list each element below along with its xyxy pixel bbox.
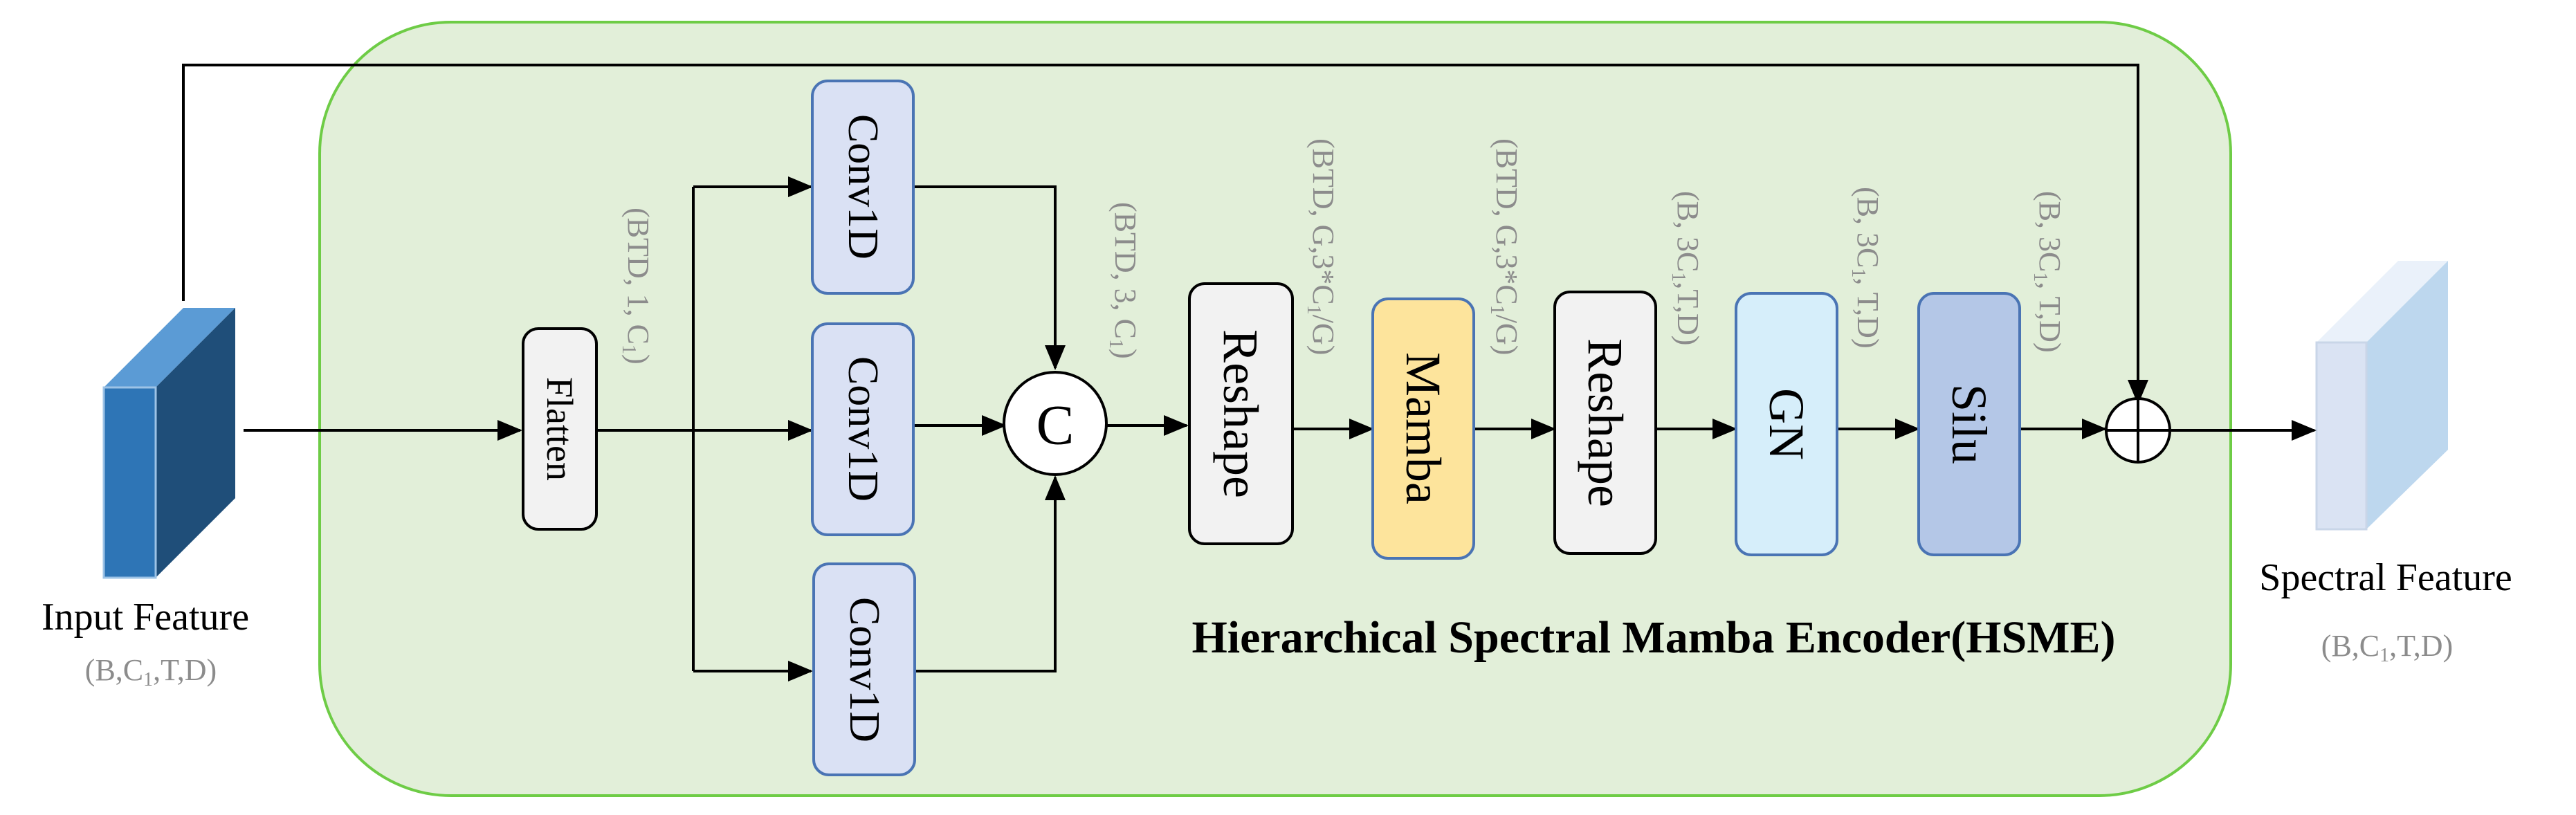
input-feature-label: Input Feature <box>42 596 249 639</box>
add-node <box>2105 397 2171 464</box>
input-shape-label: (B,C1,T,D) <box>85 653 217 690</box>
flatten-label: Flatten <box>539 377 581 481</box>
mamba-block: Mamba <box>1371 297 1475 560</box>
mamba-label: Mamba <box>1396 352 1451 504</box>
gn-label: GN <box>1759 388 1814 460</box>
silu-block: Silu <box>1917 292 2021 556</box>
encoder-title: Hierarchical Spectral Mamba Encoder(HSME… <box>1191 612 2115 663</box>
conv1d-top-label: Conv1D <box>839 114 886 259</box>
input-feature-cube <box>102 308 235 579</box>
output-shape-label: (B,C1,T,D) <box>2321 629 2453 666</box>
silu-label: Silu <box>1942 384 1997 464</box>
reshape1-label: Reshape <box>1213 329 1268 498</box>
shape-after-gn: (B, 3C1, T,D) <box>1847 187 1885 349</box>
shape-after-flatten: (BTD, 1, C1) <box>618 208 655 365</box>
edge-conv-top-concat <box>913 185 1066 370</box>
gn-block: GN <box>1735 292 1838 556</box>
concat-label: C <box>1036 394 1075 457</box>
conv1d-top-block: Conv1D <box>811 80 915 295</box>
conv1d-bot-block: Conv1D <box>812 562 916 776</box>
shape-after-reshape1: (BTD, G,3*C1/G) <box>1303 138 1340 355</box>
reshape1-block: Reshape <box>1188 282 1294 545</box>
shape-after-mamba: (BTD, G,3*C1/G) <box>1486 138 1524 355</box>
spectral-feature-label: Spectral Feature <box>2259 556 2512 599</box>
connectors <box>182 64 2317 681</box>
skip-connection <box>182 64 2148 405</box>
reshape2-block: Reshape <box>1553 291 1657 555</box>
shape-after-reshape2: (B, 3C1,T,D) <box>1668 191 1705 345</box>
reshape2-label: Reshape <box>1578 338 1633 507</box>
shape-after-silu: (B, 3C1, T,D) <box>2029 191 2067 353</box>
conv1d-mid-label: Conv1D <box>839 356 886 502</box>
spectral-feature-cube <box>2315 261 2448 531</box>
conv1d-mid-block: Conv1D <box>811 322 915 536</box>
concat-node: C <box>1003 371 1108 476</box>
edge-conv-bot-concat <box>913 475 1066 672</box>
conv1d-bot-label: Conv1D <box>841 597 888 742</box>
flatten-block: Flatten <box>522 327 598 531</box>
shape-after-concat: (BTD, 3, C1) <box>1105 202 1142 359</box>
